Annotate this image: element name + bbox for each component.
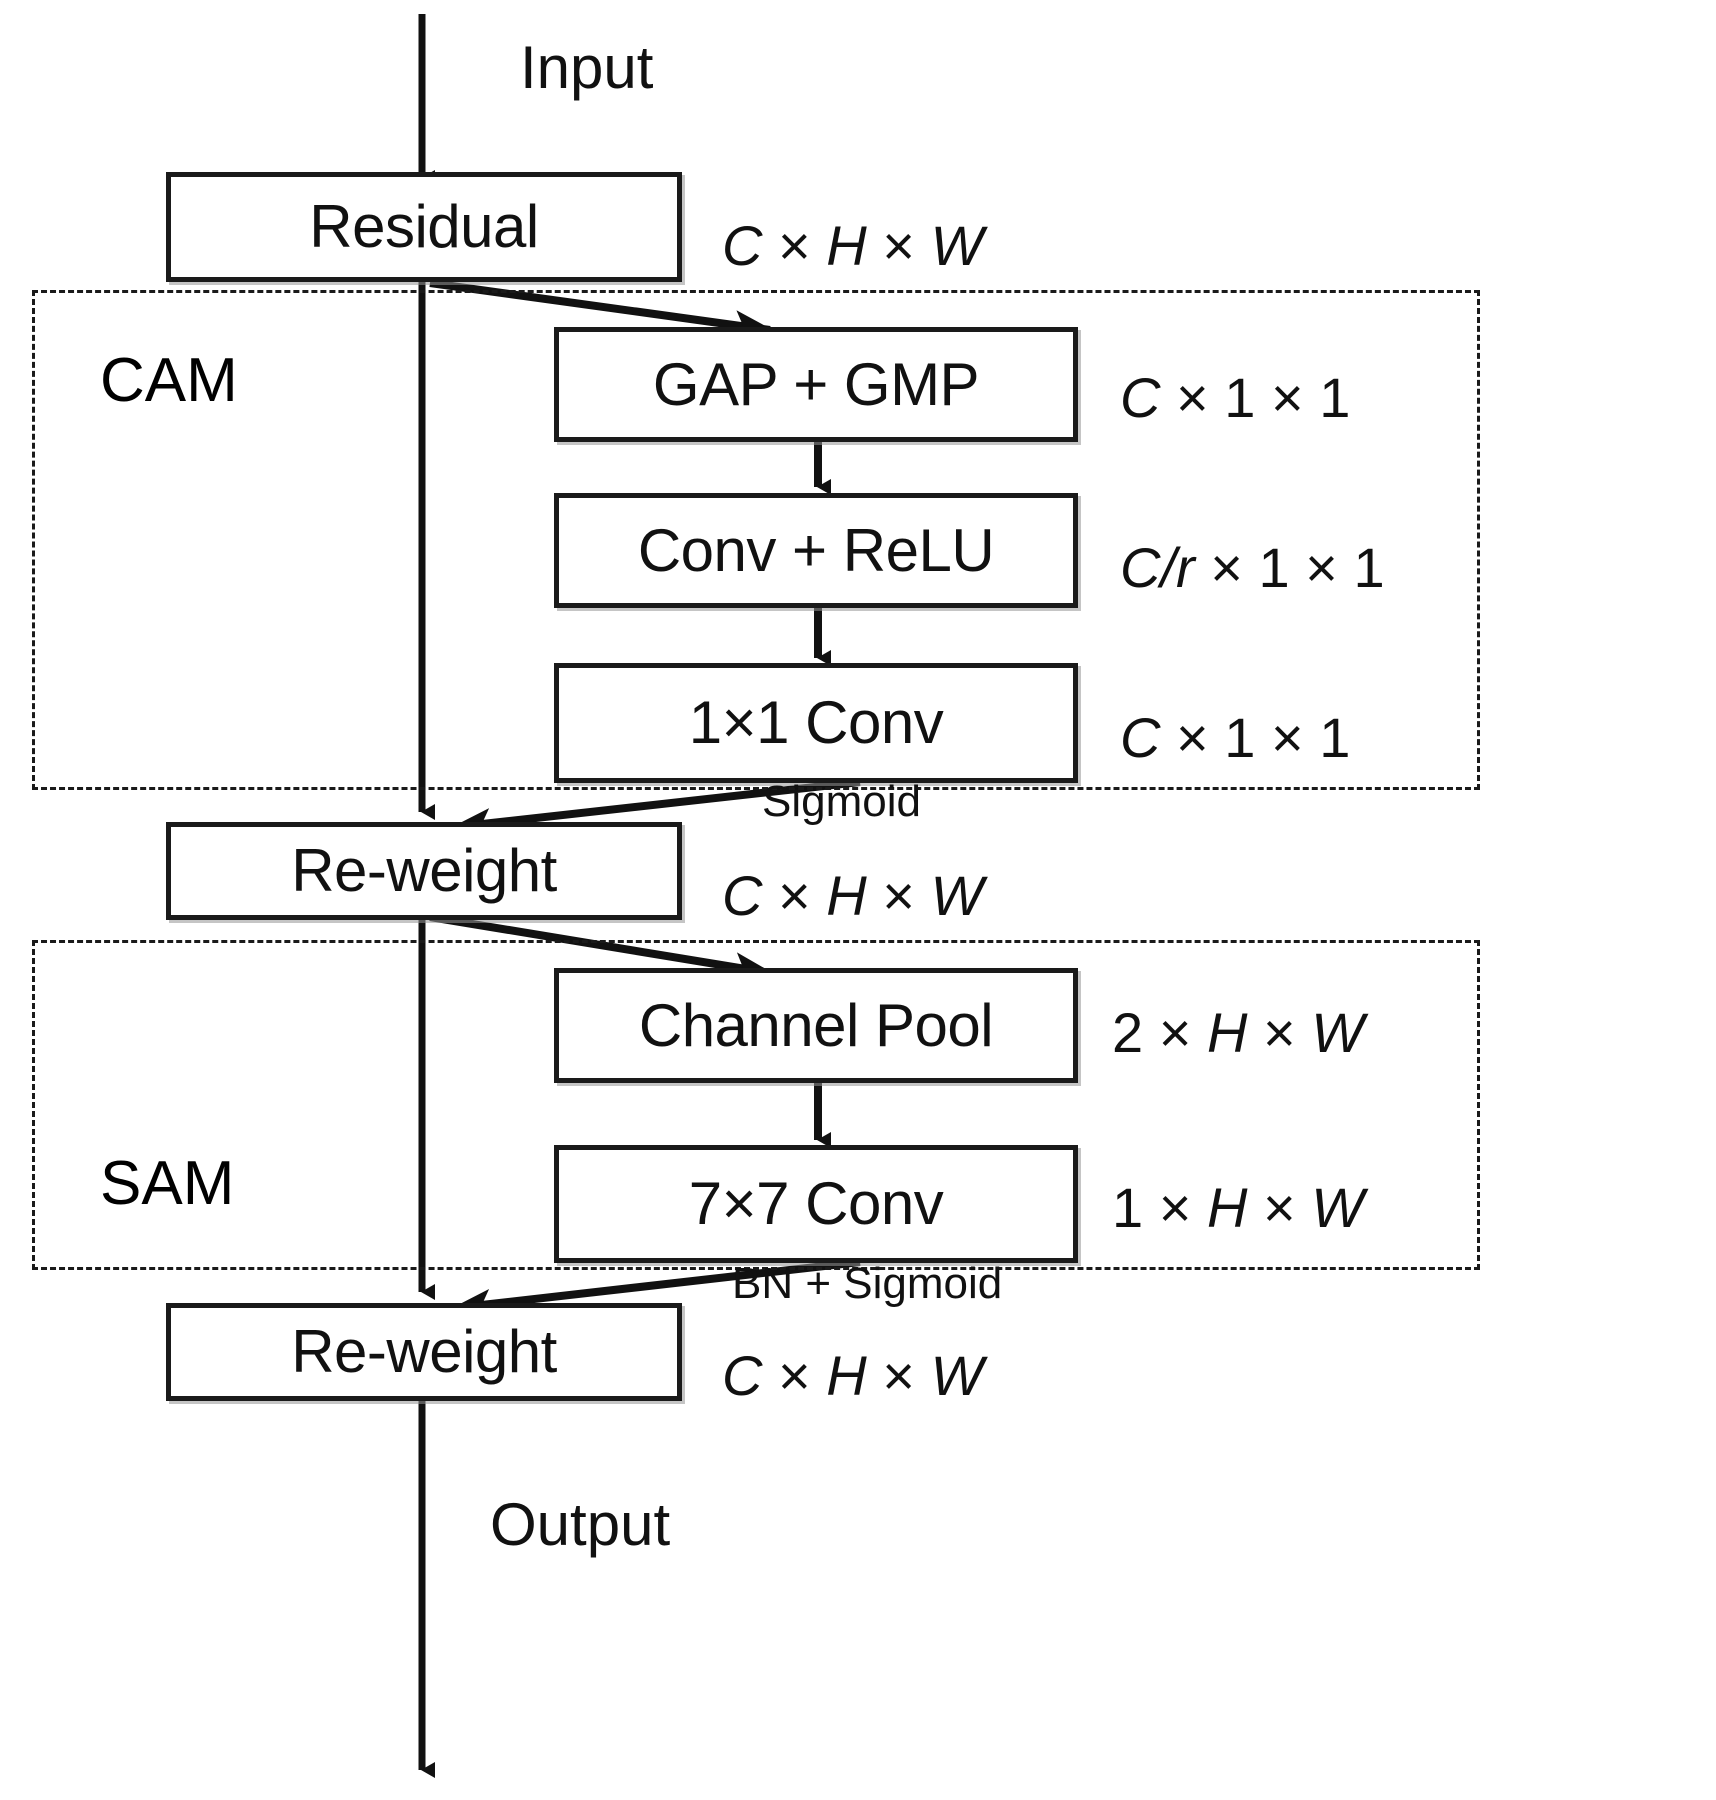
output-label: Output xyxy=(490,1491,671,1558)
block-conv-7x7[interactable]: 7×7 Conv xyxy=(554,1145,1078,1263)
block-channel-pool[interactable]: Channel Pool xyxy=(554,968,1078,1083)
shape-annotation-reweight-sam: C × H × W xyxy=(722,1344,984,1407)
block-residual-label: Residual xyxy=(309,193,539,260)
edge-label-sigmoid: Sigmoid xyxy=(762,777,921,826)
group-cam xyxy=(32,290,1480,790)
group-sam-label: SAM xyxy=(100,1149,235,1218)
block-channel-pool-label: Channel Pool xyxy=(638,991,994,1059)
shape-annotation-channel-pool: 2 × H × W xyxy=(1112,1001,1365,1064)
input-label: Input xyxy=(520,34,654,101)
group-cam-label: CAM xyxy=(100,346,238,415)
group-sam xyxy=(32,940,1480,1270)
block-conv-relu[interactable]: Conv + ReLU xyxy=(554,493,1078,608)
block-residual[interactable]: Residual xyxy=(166,172,682,282)
shape-annotation-residual: C × H × W xyxy=(722,214,984,277)
block-gap-gmp[interactable]: GAP + GMP xyxy=(554,327,1078,442)
block-reweight-cam[interactable]: Re-weight xyxy=(166,822,682,920)
block-conv-7x7-label: 7×7 Conv xyxy=(688,1170,944,1237)
block-reweight-sam-label: Re-weight xyxy=(291,1318,557,1385)
block-conv-relu-label: Conv + ReLU xyxy=(637,516,995,584)
shape-annotation-conv-relu: C/r × 1 × 1 xyxy=(1120,536,1385,599)
block-gap-gmp-label: GAP + GMP xyxy=(652,350,980,418)
block-conv-1x1[interactable]: 1×1 Conv xyxy=(554,663,1078,783)
shape-annotation-conv-1x1: C × 1 × 1 xyxy=(1120,706,1351,769)
block-reweight-sam[interactable]: Re-weight xyxy=(166,1303,682,1401)
shape-annotation-reweight-cam: C × H × W xyxy=(722,864,984,927)
block-reweight-cam-label: Re-weight xyxy=(291,837,557,904)
shape-annotation-conv-7x7: 1 × H × W xyxy=(1112,1176,1365,1239)
block-conv-1x1-label: 1×1 Conv xyxy=(688,689,944,756)
edge-label-bn-sigmoid: BN + Sigmoid xyxy=(732,1259,1003,1308)
shape-annotation-gap-gmp: C × 1 × 1 xyxy=(1120,366,1351,429)
